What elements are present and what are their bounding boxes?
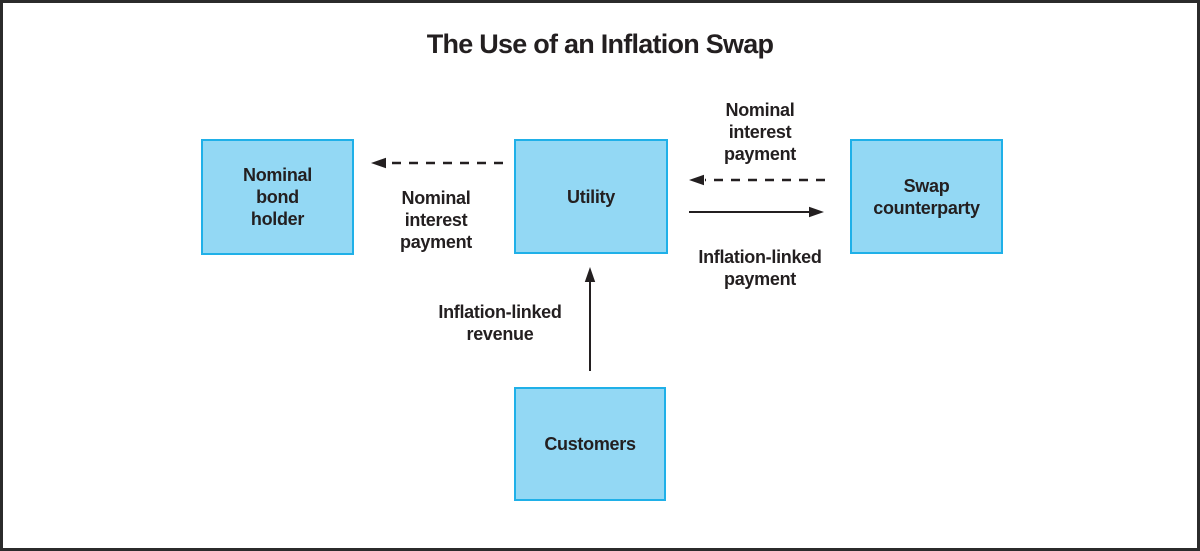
node-nominal-bond-holder: Nominal bond holder	[201, 139, 354, 255]
edge-label-inflation-linked-revenue: Inflation-linked revenue	[438, 302, 562, 344]
arrow-swap-to-utility	[689, 174, 825, 186]
node-utility: Utility	[514, 139, 668, 254]
edge-label-inflation-linked-payment: Inflation-linked payment	[698, 247, 822, 289]
arrow-utility-to-swap	[689, 206, 824, 218]
edge-label-nominal-interest-payment-left: Nominal interest payment	[400, 188, 472, 252]
diagram-title: The Use of an Inflation Swap	[426, 29, 774, 59]
edge-label-nominal-interest-payment-right: Nominal interest payment	[724, 100, 796, 164]
node-customers: Customers	[514, 387, 666, 501]
arrow-utility-to-bond-holder	[371, 157, 503, 169]
node-swap-counterparty: Swap counterparty	[850, 139, 1003, 254]
